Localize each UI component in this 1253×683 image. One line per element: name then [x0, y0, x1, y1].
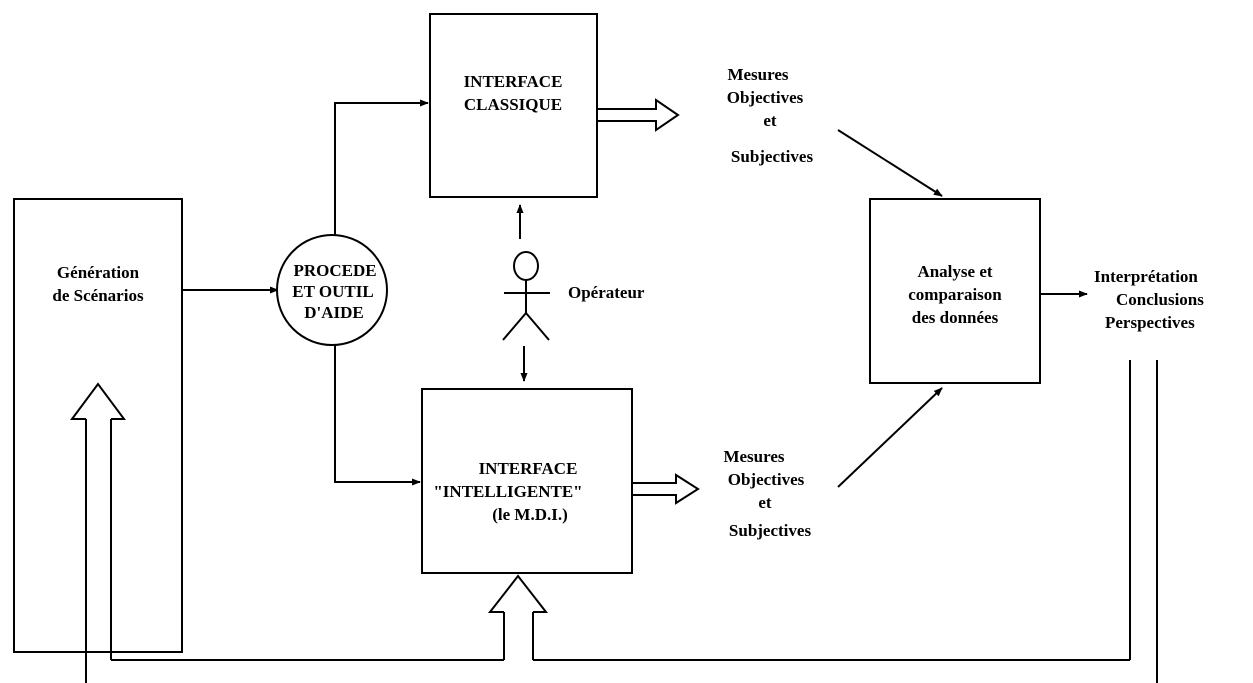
arrow-mesures-top-to-analyse: [837, 129, 943, 197]
hollow-arrow-classique-to-mesures: [597, 98, 680, 132]
arrow-procede-to-intelligente: [334, 345, 421, 486]
classique-label-line1: INTERFACE: [464, 72, 563, 91]
analyse-label-line2: comparaison: [908, 285, 1002, 304]
procede-circle: [276, 234, 388, 346]
procede-label-line2: ET OUTIL: [292, 282, 373, 301]
generation-box: [13, 198, 183, 653]
analyse-label-line3: des données: [912, 308, 999, 327]
mesures-bottom-line3: et: [758, 493, 772, 512]
interface-classique-box: [429, 13, 598, 198]
arrow-procede-to-classique: [334, 99, 429, 235]
classique-label-line2: CLASSIQUE: [464, 95, 562, 114]
operator-figure: [502, 204, 550, 382]
analyse-label-line1: Analyse et: [917, 262, 992, 281]
mesures-bottom-line2: Objectives: [728, 470, 805, 489]
arrow-mesures-bottom-to-analyse: [837, 387, 943, 488]
mesures-top-line4: Subjectives: [731, 147, 814, 166]
interpretation-line3: Perspectives: [1105, 313, 1195, 332]
intelligente-label-line3: (le M.D.I.): [492, 505, 568, 524]
interface-intelligente-box: [421, 388, 633, 574]
hollow-arrow-intelligente-to-mesures: [632, 473, 700, 505]
interpretation-line2: Conclusions: [1116, 290, 1204, 309]
intelligente-label-line1: INTERFACE: [479, 459, 578, 478]
mesures-top-line2: Objectives: [727, 88, 804, 107]
procede-label-line3: D'AIDE: [304, 303, 364, 322]
mesures-bottom-line4: Subjectives: [729, 521, 812, 540]
mesures-top-line1: Mesures: [727, 65, 788, 84]
procede-label-line1: PROCEDE: [293, 261, 376, 280]
intelligente-label-line2: "INTELLIGENTE": [433, 482, 582, 501]
mesures-top-line3: et: [763, 111, 777, 130]
mesures-bottom-line1: Mesures: [723, 447, 784, 466]
interpretation-line1: Interprétation: [1094, 267, 1198, 286]
generation-label-line2: de Scénarios: [52, 286, 144, 305]
analyse-box: [869, 198, 1041, 384]
operateur-label: Opérateur: [568, 283, 645, 302]
generation-label-line1: Génération: [57, 263, 140, 282]
feedback-hollow-arrow: [70, 360, 1158, 683]
